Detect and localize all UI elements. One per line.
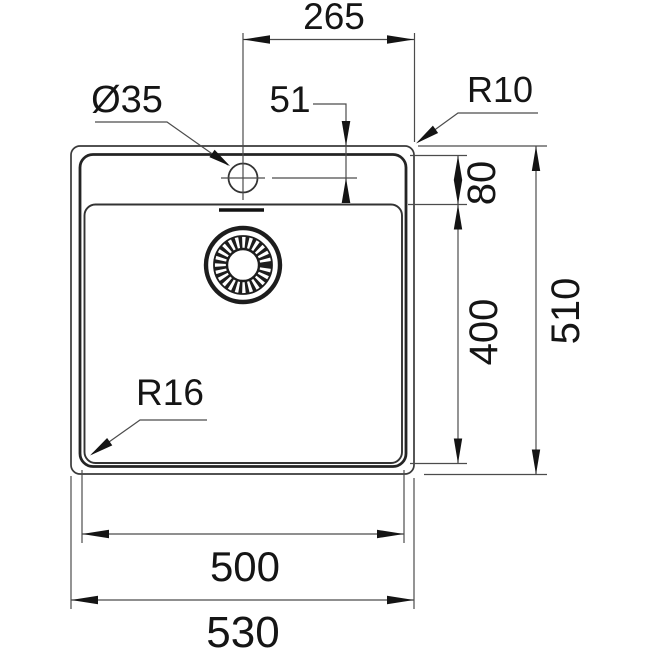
arrowhead-up [531,146,541,171]
arrowhead-down [341,121,351,146]
drain-strainer [203,225,283,305]
leader-line-dia35 [95,121,229,166]
dimension-530: 530 [70,476,415,650]
leader-line-r16 [91,419,207,455]
dimension-dia35: Ø35 [91,79,230,166]
dim-51-label: 51 [269,79,310,120]
dim-80-label: 80 [460,161,504,206]
dim-r10-label: R10 [467,69,533,110]
drain-ring-outer-edge [213,235,273,295]
leader-line-r10 [417,112,538,143]
drain-spokes [214,236,272,294]
arrowhead-up [453,204,463,230]
dim-530-label: 530 [206,608,279,650]
arrowhead-right [387,595,414,605]
arrowhead-up [453,155,463,180]
dimension-400: 400 [410,204,506,465]
arrowhead-down [453,180,463,205]
dimension-500: 500 [81,470,405,590]
dim-r16-label: R16 [136,372,204,413]
dim-500-label: 500 [210,543,280,590]
dim-400-label: 400 [462,299,506,366]
dim-510-label: 510 [544,278,588,345]
drain-outer-ring [203,225,283,305]
arrowhead-left [82,529,109,539]
sink-rim-edge [78,153,408,468]
arrowhead-up [341,178,351,203]
dimension-51: 51 [269,79,351,203]
arrowhead-leader [209,149,230,166]
arrowhead-leader [416,125,439,144]
dimension-80: 80 [408,154,504,206]
arrowhead-leader [90,438,113,456]
dim-265-label: 265 [303,0,365,37]
arrowhead-down [531,449,541,475]
dim-dia35-label: Ø35 [91,79,163,121]
arrowhead-right [387,35,414,44]
leader-line-51 [313,103,347,202]
arrowhead-down [453,438,463,464]
dimension-r10: R10 [416,69,538,144]
arrowhead-left [243,35,270,44]
dimension-510: 510 [418,145,588,476]
dimension-265: 265 [242,0,416,200]
drain-center-hole [225,247,261,283]
tap-hole [221,162,357,194]
sink-bowl-edge [83,203,403,464]
arrowhead-right [377,529,404,539]
arrowhead-left [71,595,98,605]
dimension-r16: R16 [90,372,207,456]
